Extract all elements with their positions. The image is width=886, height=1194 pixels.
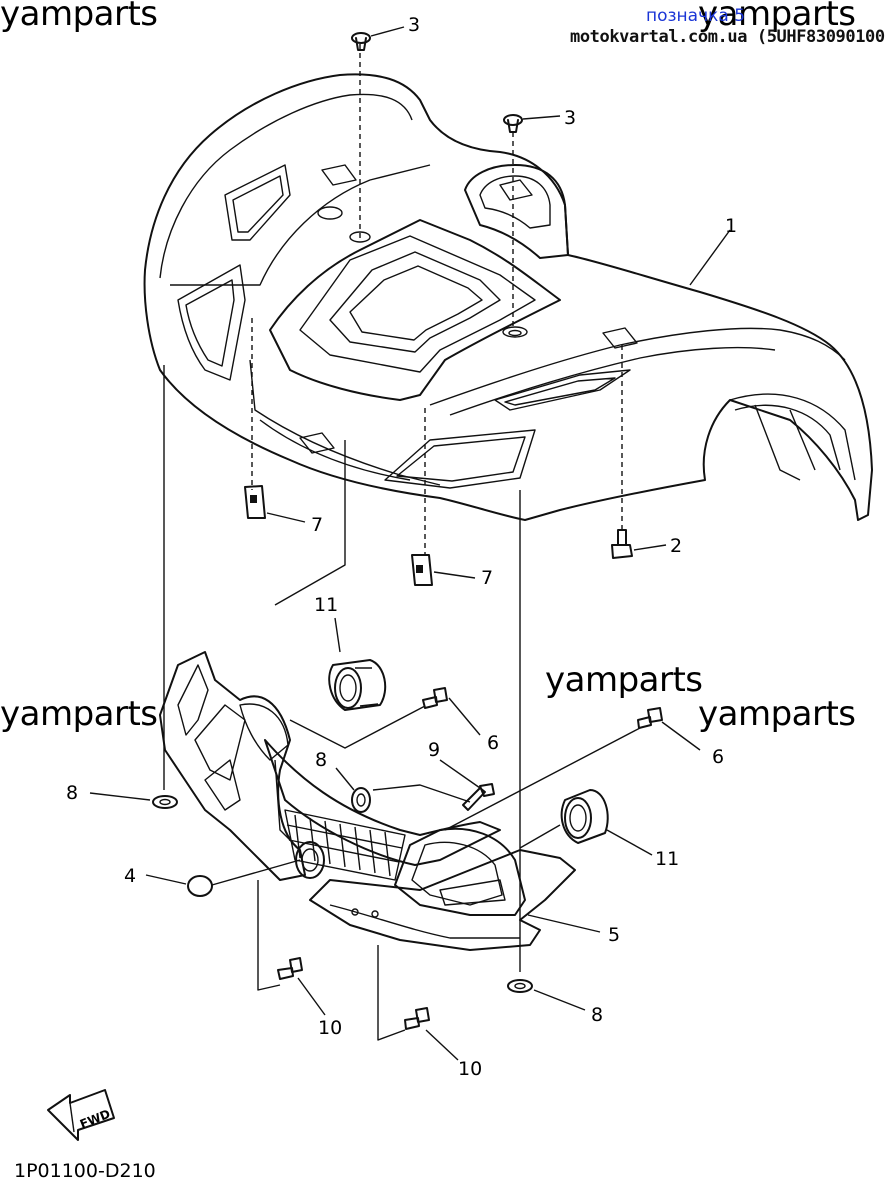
clip-7b: [411, 554, 476, 586]
callout-7a: 7: [311, 514, 323, 536]
screw-9: [439, 759, 495, 811]
watermark: yamparts: [545, 660, 703, 700]
grommet-11a: [328, 617, 387, 711]
grommet-11b: [560, 789, 653, 856]
callout-8c: 8: [591, 1004, 603, 1026]
callout-7b: 7: [481, 567, 493, 589]
label-link[interactable]: позначка 5: [646, 6, 746, 26]
bolt-6b: [637, 707, 701, 751]
watermark: yamparts: [0, 694, 158, 734]
bolt-6a: [422, 687, 481, 736]
callout-8a: 8: [66, 782, 78, 804]
washer-8a: [89, 792, 178, 809]
screw-3b: [503, 114, 561, 133]
callout-6b: 6: [712, 746, 724, 768]
clip-7a: [244, 485, 306, 523]
fwd-label: FWD: [78, 1107, 112, 1132]
front-fender: [143, 73, 873, 521]
site-label: motokvartal.com.ua (5UHF83090100): [570, 27, 886, 47]
callout-8b: 8: [315, 749, 327, 771]
callout-6a: 6: [487, 732, 499, 754]
fwd-arrow-icon: FWD: [47, 1089, 115, 1141]
callout-11b: 11: [655, 848, 679, 870]
watermark: yamparts: [0, 0, 158, 34]
bolt-10b: [404, 1007, 459, 1061]
diagram-code: 1P01100-D210: [14, 1160, 156, 1182]
callout-9: 9: [428, 739, 440, 761]
callout-1: 1: [725, 215, 737, 237]
watermark: yamparts: [698, 0, 856, 34]
washer-8c: [507, 979, 586, 1011]
callout-3a: 3: [408, 14, 420, 36]
callouts: 1 2 3 3 4 5 6 6 7 7 8 8 8 9 10 10 11 11: [66, 14, 737, 1080]
plug-4: [145, 874, 213, 897]
assembly-lines: [163, 44, 641, 1041]
washer-8b: [335, 767, 371, 813]
callout-10b: 10: [458, 1058, 482, 1080]
callout-5: 5: [608, 924, 620, 946]
callout-4: 4: [124, 865, 136, 887]
bolt-2: [611, 529, 667, 559]
front-guard: [159, 651, 576, 951]
bolt-10a: [277, 957, 326, 1016]
screw-3a: [351, 26, 405, 51]
watermark: yamparts: [698, 694, 856, 734]
callout-10a: 10: [318, 1017, 342, 1039]
callout-2: 2: [670, 535, 682, 557]
callout-11a: 11: [314, 594, 338, 616]
callout-3b: 3: [564, 107, 576, 129]
